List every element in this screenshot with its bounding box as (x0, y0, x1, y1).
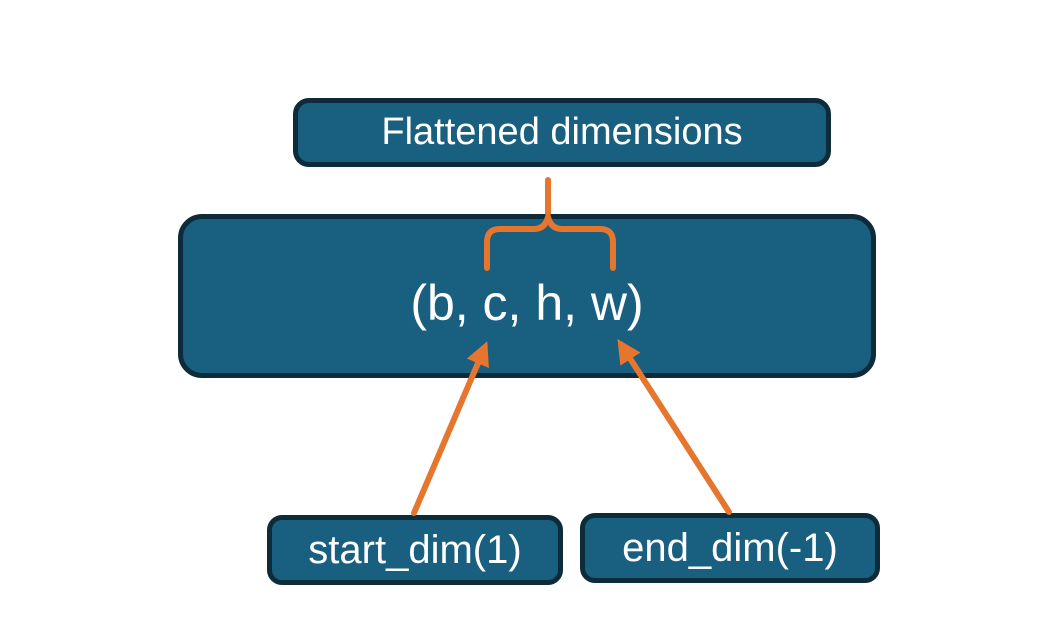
node-tensor-shape-label: (b, c, h, w) (410, 275, 644, 331)
node-end-dim: end_dim(-1) (580, 513, 880, 583)
node-start-dim-label: start_dim(1) (308, 527, 522, 572)
node-start-dim: start_dim(1) (267, 515, 563, 585)
node-flattened-dimensions: Flattened dimensions (293, 98, 831, 167)
node-end-dim-label: end_dim(-1) (622, 525, 838, 570)
node-tensor-shape: (b, c, h, w) (178, 214, 876, 378)
node-flattened-dimensions-label: Flattened dimensions (381, 111, 743, 153)
